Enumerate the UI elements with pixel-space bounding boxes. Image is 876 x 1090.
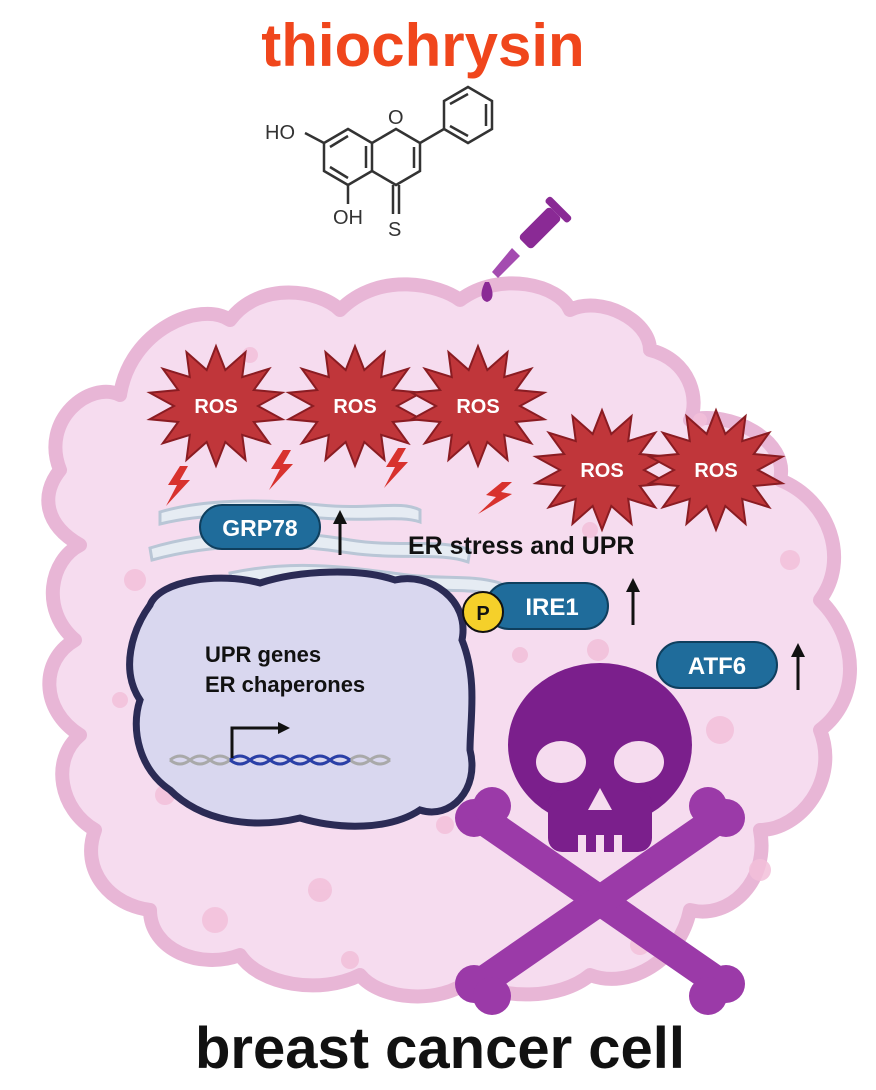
lightning-icon — [478, 482, 512, 514]
ros-bursts: ROS ROS ROS ROS ROS — [146, 343, 786, 533]
ros-burst: ROS — [146, 343, 286, 469]
vesicle — [780, 550, 800, 570]
ros-star-shape — [146, 343, 286, 469]
vesicle — [436, 816, 454, 834]
nucleus-label-er-chaperones: ER chaperones — [205, 672, 365, 697]
skull-icon — [508, 663, 692, 852]
transcription-start-arrow — [230, 726, 278, 758]
atf6-up-arrow — [791, 643, 805, 690]
grp78-label: GRP78 — [222, 515, 298, 541]
thiochrysin-molecule — [304, 85, 494, 214]
ire1-protein: IRE1 — [485, 582, 609, 630]
ros-burst: ROS — [285, 343, 425, 469]
vesicle — [112, 692, 128, 708]
ros-label: ROS — [580, 460, 623, 482]
vesicle — [341, 951, 359, 969]
vesicle — [308, 878, 332, 902]
atf6-protein: ATF6 — [656, 641, 778, 689]
ros-label: ROS — [456, 396, 499, 418]
phospho-label: P — [476, 603, 489, 625]
lightning-icon — [269, 450, 293, 490]
ros-label: ROS — [333, 396, 376, 418]
ros-burst: ROS — [408, 343, 548, 469]
molecule-oh-label: OH — [333, 207, 363, 229]
phospho-badge: P — [462, 591, 504, 633]
molecule-ho-label: HO — [265, 122, 295, 144]
dna-strand — [169, 754, 391, 766]
ire1-up-arrow — [626, 578, 640, 625]
nucleus-label-upr-genes: UPR genes — [205, 642, 321, 667]
vesicle — [706, 716, 734, 744]
nucleus — [126, 568, 476, 830]
ros-label: ROS — [194, 396, 237, 418]
ros-star-shape — [408, 343, 548, 469]
transcription-arrowhead — [278, 722, 290, 734]
diagram-footer: breast cancer cell — [195, 1016, 685, 1081]
vesicle — [587, 639, 609, 661]
ros-star-shape — [646, 407, 786, 533]
ros-burst: ROS — [646, 407, 786, 533]
vesicle — [693, 413, 707, 427]
vesicle — [582, 522, 598, 538]
ros-star-shape — [285, 343, 425, 469]
ros-star-shape — [532, 407, 672, 533]
ire1-label: IRE1 — [525, 594, 578, 621]
diagram-title: thiochrysin — [261, 12, 584, 79]
dropper-icon — [481, 196, 572, 302]
vesicle — [124, 569, 146, 591]
ros-burst: ROS — [532, 407, 672, 533]
vesicle — [202, 907, 228, 933]
vesicle — [512, 647, 528, 663]
er-stress-label: ER stress and UPR — [408, 532, 634, 560]
crossbones-icon — [455, 787, 745, 1015]
grp78-protein: GRP78 — [199, 504, 321, 550]
molecule-s-label: S — [388, 219, 401, 241]
vesicle — [749, 859, 771, 881]
grp78-up-arrow — [333, 510, 347, 555]
lightning-bolts — [166, 448, 512, 514]
lightning-icon — [166, 466, 190, 506]
molecule-o-label: O — [388, 107, 404, 129]
ros-label: ROS — [694, 460, 737, 482]
atf6-label: ATF6 — [688, 653, 746, 680]
lightning-icon — [384, 448, 408, 488]
